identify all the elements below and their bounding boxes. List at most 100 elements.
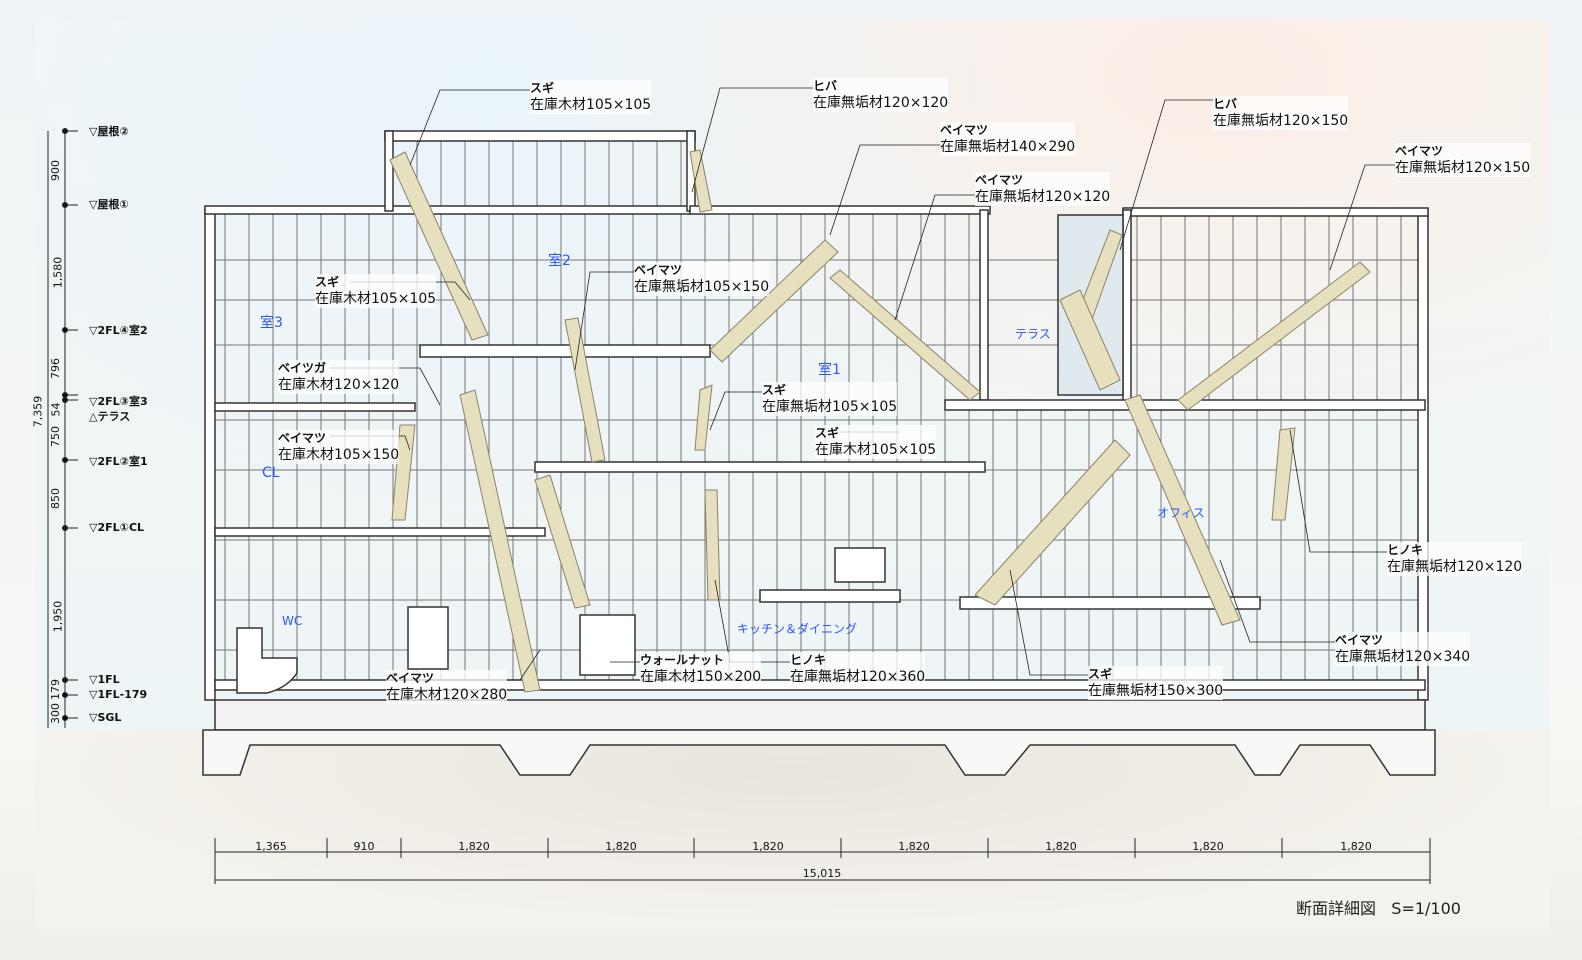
- level-sgl: ▽SGL: [89, 711, 122, 724]
- washer: [407, 606, 449, 670]
- member-label: ウォールナット在庫木材150×200: [640, 652, 762, 686]
- vdim: 1,580: [51, 256, 65, 289]
- kitchen-counter: [759, 589, 901, 603]
- floor-cl: [214, 527, 546, 537]
- level-dot: [62, 397, 68, 403]
- level-lines: [47, 128, 1431, 884]
- hdim: 1,820: [898, 840, 930, 853]
- level-2fl-2: ▽2FL②室1: [89, 455, 148, 468]
- level-dot: [62, 128, 68, 134]
- member-label: ベイマツ在庫木材105×150: [278, 430, 400, 464]
- vdim-total: 7,359: [31, 395, 45, 428]
- roof-1-left: [204, 205, 691, 215]
- level-2fl-1: ▽2FL①CL: [89, 521, 145, 534]
- level-dot: [62, 457, 68, 463]
- vdim: 750: [49, 426, 62, 447]
- vdim: 179: [49, 679, 62, 700]
- room-label: キッチン＆ダイニング: [737, 622, 858, 636]
- brace: [974, 439, 1131, 606]
- ground: [35, 730, 1550, 930]
- hdim: 1,820: [605, 840, 637, 853]
- brace: [1177, 261, 1371, 411]
- roof-1-mid: [689, 205, 991, 215]
- mid-wall: [979, 209, 989, 401]
- room-label: 室1: [818, 362, 841, 378]
- office-desk: [959, 596, 1261, 610]
- vdim: 796: [49, 358, 62, 379]
- slab: [214, 699, 1426, 731]
- room-label: WC: [282, 614, 303, 628]
- vdim: 900: [49, 160, 62, 181]
- braces: [389, 149, 1371, 693]
- room-label: 室2: [548, 253, 571, 269]
- level-dot: [62, 202, 68, 208]
- member-label: ヒバ在庫無垢材120×120: [813, 78, 949, 112]
- level-dot: [62, 392, 68, 398]
- brace: [564, 317, 606, 463]
- brace: [534, 474, 591, 609]
- hdim: 1,820: [458, 840, 490, 853]
- right-box-wall: [1122, 209, 1132, 401]
- room-label: CL: [262, 465, 280, 481]
- brace: [389, 151, 489, 341]
- level-dot: [62, 677, 68, 683]
- room-label: オフィス: [1157, 506, 1205, 520]
- vdim: 300: [49, 703, 62, 724]
- brace: [1059, 289, 1121, 391]
- member-label: ベイマツ在庫無垢材120×120: [975, 172, 1111, 206]
- floor-room1: [534, 461, 986, 473]
- member-label: ベイツガ在庫木材120×120: [278, 360, 400, 394]
- brace: [1271, 427, 1296, 521]
- vdim: 54: [49, 402, 63, 417]
- member-label: スギ在庫木材105×105: [530, 80, 652, 114]
- brace: [1124, 394, 1241, 626]
- member-label: ベイマツ在庫無垢材120×150: [1395, 143, 1531, 177]
- member-label: スギ在庫木材105×105: [815, 425, 937, 459]
- left-wall: [204, 207, 216, 701]
- level-2fl-3: ▽2FL③室3: [89, 395, 148, 408]
- floor-room3: [214, 402, 416, 412]
- member-label: ベイマツ在庫無垢材140×290: [940, 122, 1076, 156]
- brace: [704, 489, 721, 601]
- roof-2-left-wall: [384, 130, 394, 212]
- hdim-total: 15,015: [802, 867, 842, 880]
- vdim: 850: [49, 488, 62, 509]
- member-label: ベイマツ在庫無垢材120×340: [1335, 632, 1471, 666]
- right-wall: [1417, 209, 1429, 701]
- drawing-title: 断面詳細図: [1296, 899, 1377, 918]
- brace: [459, 389, 541, 693]
- brace: [709, 239, 839, 363]
- member-label: スギ在庫無垢材105×105: [762, 382, 898, 416]
- roof-1-right: [1122, 207, 1429, 217]
- member-label: スギ在庫木材105×105: [315, 274, 437, 308]
- tv: [834, 547, 886, 583]
- member-label: ヒノキ在庫無垢材120×120: [1387, 542, 1523, 576]
- member-label: スギ在庫無垢材150×300: [1088, 666, 1224, 700]
- drawing-scale: S=1/100: [1391, 899, 1461, 918]
- floor-room2: [419, 344, 711, 358]
- toilet: [236, 627, 298, 694]
- level-1fl-179: ▽1FL-179: [89, 688, 148, 701]
- member-label: ベイマツ在庫木材120×280: [386, 670, 508, 704]
- hdim: 1,820: [1340, 840, 1372, 853]
- level-2fl-4: ▽2FL④室2: [89, 324, 148, 337]
- level-dot: [62, 692, 68, 698]
- room-label: テラス: [1015, 327, 1051, 341]
- member-label: ヒノキ在庫無垢材120×360: [790, 652, 926, 686]
- drawing-caption: 断面詳細図 S=1/100: [1296, 895, 1461, 919]
- vdim: 1,950: [51, 600, 65, 633]
- level-dot: [62, 715, 68, 721]
- stairs: [579, 614, 636, 676]
- level-terrace: △テラス: [89, 410, 131, 423]
- brace: [829, 269, 981, 401]
- level-roof-1: ▽屋根①: [89, 198, 129, 211]
- level-1fl: ▽1FL: [89, 673, 120, 686]
- leader-lines: [330, 87, 1395, 681]
- hdim: 1,820: [1192, 840, 1224, 853]
- hdim: 1,365: [255, 840, 287, 853]
- level-dot: [62, 525, 68, 531]
- member-label: ヒバ在庫無垢材120×150: [1213, 96, 1349, 130]
- level-dot: [62, 327, 68, 333]
- brace: [694, 384, 713, 451]
